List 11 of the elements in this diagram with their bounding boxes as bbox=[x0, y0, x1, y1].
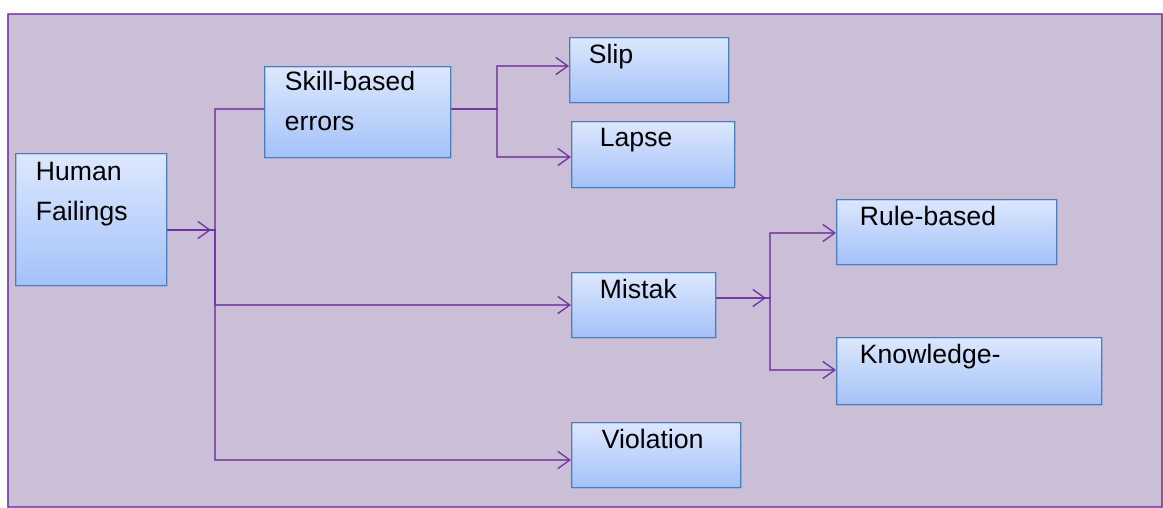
arrow bbox=[450, 108, 571, 167]
process-box: Violation bbox=[571, 422, 742, 489]
process-box: Human Failings bbox=[15, 153, 168, 287]
process-box: Slip bbox=[569, 37, 730, 104]
arrow bbox=[715, 297, 836, 380]
arrow bbox=[166, 229, 571, 470]
process-box: Lapse bbox=[571, 121, 736, 189]
process-box: Skill-based errors bbox=[264, 66, 452, 159]
process-box: Rule-based bbox=[836, 199, 1058, 266]
process-box: Mistak bbox=[571, 272, 717, 339]
process-box: Knowledge- bbox=[836, 337, 1103, 406]
